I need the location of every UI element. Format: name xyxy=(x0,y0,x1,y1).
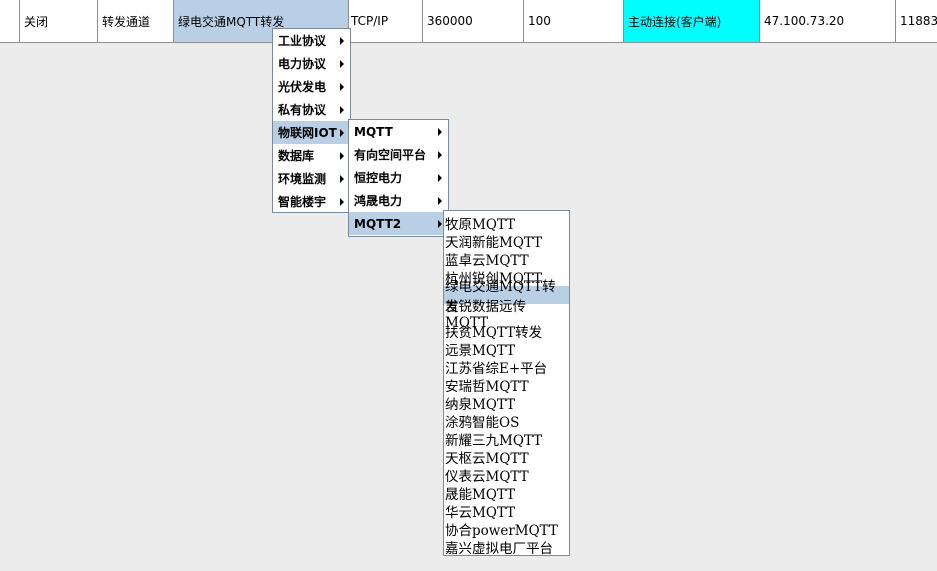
menu-item-label: 私有协议 xyxy=(278,103,327,117)
submenu-arrow-icon xyxy=(340,197,344,206)
menu-item-label: 电力协议 xyxy=(278,57,327,71)
menu-item-power-protocol[interactable]: 电力协议 xyxy=(273,52,350,75)
menu-item-mqtt[interactable]: MQTT xyxy=(349,120,448,143)
menu-item-industrial-protocol[interactable]: 工业协议 xyxy=(273,29,350,52)
menu-item-jiangsu-eplus-platform[interactable]: 江苏省综E+平台 xyxy=(445,361,548,377)
menu-item-label: 鸿晟电力 xyxy=(354,194,403,208)
menu-item-label: 智能楼宇 xyxy=(278,195,327,209)
menu-item-xinyao-sanjiu-mqtt[interactable]: 新耀三九MQTT xyxy=(445,433,543,449)
menu-item-label: 光伏发电 xyxy=(278,80,327,94)
protocol-category-menu: 工业协议 电力协议 光伏发电 私有协议 物联网IOT 数据库 环境监测 智能楼宇 xyxy=(272,28,351,213)
submenu-arrow-icon xyxy=(340,82,344,91)
ip-cell[interactable]: 47.100.73.20 xyxy=(760,0,896,42)
menu-item-jiaxing-vpp-platform[interactable]: 嘉兴虚拟电厂平台 xyxy=(445,541,553,557)
transport-cell[interactable]: TCP/IP xyxy=(349,0,423,42)
menu-item-poverty-mqtt-forward[interactable]: 扶贫MQTT转发 xyxy=(445,325,543,341)
menu-item-xiehe-power-mqtt[interactable]: 协合powerMQTT xyxy=(445,523,558,539)
submenu-arrow-icon xyxy=(438,150,442,159)
menu-item-hengkong-power[interactable]: 恒控电力 xyxy=(349,166,448,189)
menu-item-label: 数据库 xyxy=(278,149,315,163)
menu-item-private-protocol[interactable]: 私有协议 xyxy=(273,98,350,121)
menu-item-label: 有向空间平台 xyxy=(354,148,427,162)
type-cell[interactable]: 转发通道 xyxy=(98,0,174,42)
menu-item-database[interactable]: 数据库 xyxy=(273,144,350,167)
submenu-arrow-icon xyxy=(340,174,344,183)
row-index-cell[interactable] xyxy=(0,0,20,42)
menu-item-directed-space-platform[interactable]: 有向空间平台 xyxy=(349,143,448,166)
menu-item-label: MQTT2 xyxy=(354,216,402,231)
menu-item-lanzhuoyun-mqtt[interactable]: 蓝卓云MQTT xyxy=(445,253,529,269)
submenu-arrow-icon xyxy=(340,128,344,137)
menu-item-yuanjing-mqtt[interactable]: 远景MQTT xyxy=(445,343,516,359)
menu-item-anruizhe-mqtt[interactable]: 安瑞哲MQTT xyxy=(445,379,529,395)
menu-item-naquan-mqtt[interactable]: 纳泉MQTT xyxy=(445,397,516,413)
menu-item-environment-monitoring[interactable]: 环境监测 xyxy=(273,167,350,190)
port-cell[interactable]: 11883 xyxy=(900,14,937,28)
submenu-arrow-icon xyxy=(340,105,344,114)
menu-item-tianrun-mqtt[interactable]: 天润新能MQTT xyxy=(445,235,543,251)
menu-item-tianshuyun-mqtt[interactable]: 天枢云MQTT xyxy=(445,451,529,467)
menu-item-mqtt2[interactable]: MQTT2 xyxy=(349,212,448,235)
submenu-arrow-icon xyxy=(438,219,442,228)
menu-item-label: 工业协议 xyxy=(278,34,327,48)
timeout-cell[interactable]: 360000 xyxy=(423,0,524,42)
menu-item-smart-building[interactable]: 智能楼宇 xyxy=(273,190,350,213)
mqtt2-submenu: 牧原MQTT 天润新能MQTT 蓝卓云MQTT 杭州锐创MQTT 绿电交通MQT… xyxy=(443,210,570,557)
menu-item-shengneng-mqtt[interactable]: 晟能MQTT xyxy=(445,487,516,503)
status-cell[interactable]: 关闭 xyxy=(20,0,98,42)
interval-cell[interactable]: 100 xyxy=(524,0,624,42)
menu-item-hongsheng-power[interactable]: 鸿晟电力 xyxy=(349,189,448,212)
submenu-arrow-icon xyxy=(438,196,442,205)
submenu-arrow-icon xyxy=(438,173,442,182)
menu-item-iot[interactable]: 物联网IOT xyxy=(273,121,350,144)
mode-cell[interactable]: 主动连接(客户端) xyxy=(624,0,760,42)
menu-item-label: 恒控电力 xyxy=(354,171,403,185)
menu-item-muyuan-mqtt[interactable]: 牧原MQTT xyxy=(445,217,516,233)
menu-item-label: 物联网IOT xyxy=(278,126,337,140)
submenu-arrow-icon xyxy=(340,59,344,68)
submenu-arrow-icon xyxy=(340,36,344,45)
menu-item-hangzhou-ruichuang-mqtt[interactable]: 杭州锐创MQTT xyxy=(445,271,543,287)
menu-item-photovoltaic[interactable]: 光伏发电 xyxy=(273,75,350,98)
iot-submenu: MQTT 有向空间平台 恒控电力 鸿晟电力 MQTT2 xyxy=(348,119,449,237)
menu-item-green-power-mqtt-forward[interactable]: 绿电交通MQTT转发 xyxy=(444,279,569,315)
submenu-arrow-icon xyxy=(438,127,442,136)
submenu-arrow-icon xyxy=(340,151,344,160)
menu-item-label: 环境监测 xyxy=(278,172,327,186)
menu-item-tuya-os[interactable]: 涂鸦智能OS xyxy=(445,415,520,431)
menu-item-yibiaoyun-mqtt[interactable]: 仪表云MQTT xyxy=(445,469,529,485)
menu-item-huayun-mqtt[interactable]: 华云MQTT xyxy=(445,505,516,521)
menu-item-label: MQTT xyxy=(354,124,393,139)
menu-item-jirui-mqtt[interactable]: 吉锐数据远传MQTT xyxy=(445,299,526,331)
table-row[interactable]: 关闭 转发通道 绿电交通MQTT转发 TCP/IP 360000 100 主动连… xyxy=(0,0,937,43)
